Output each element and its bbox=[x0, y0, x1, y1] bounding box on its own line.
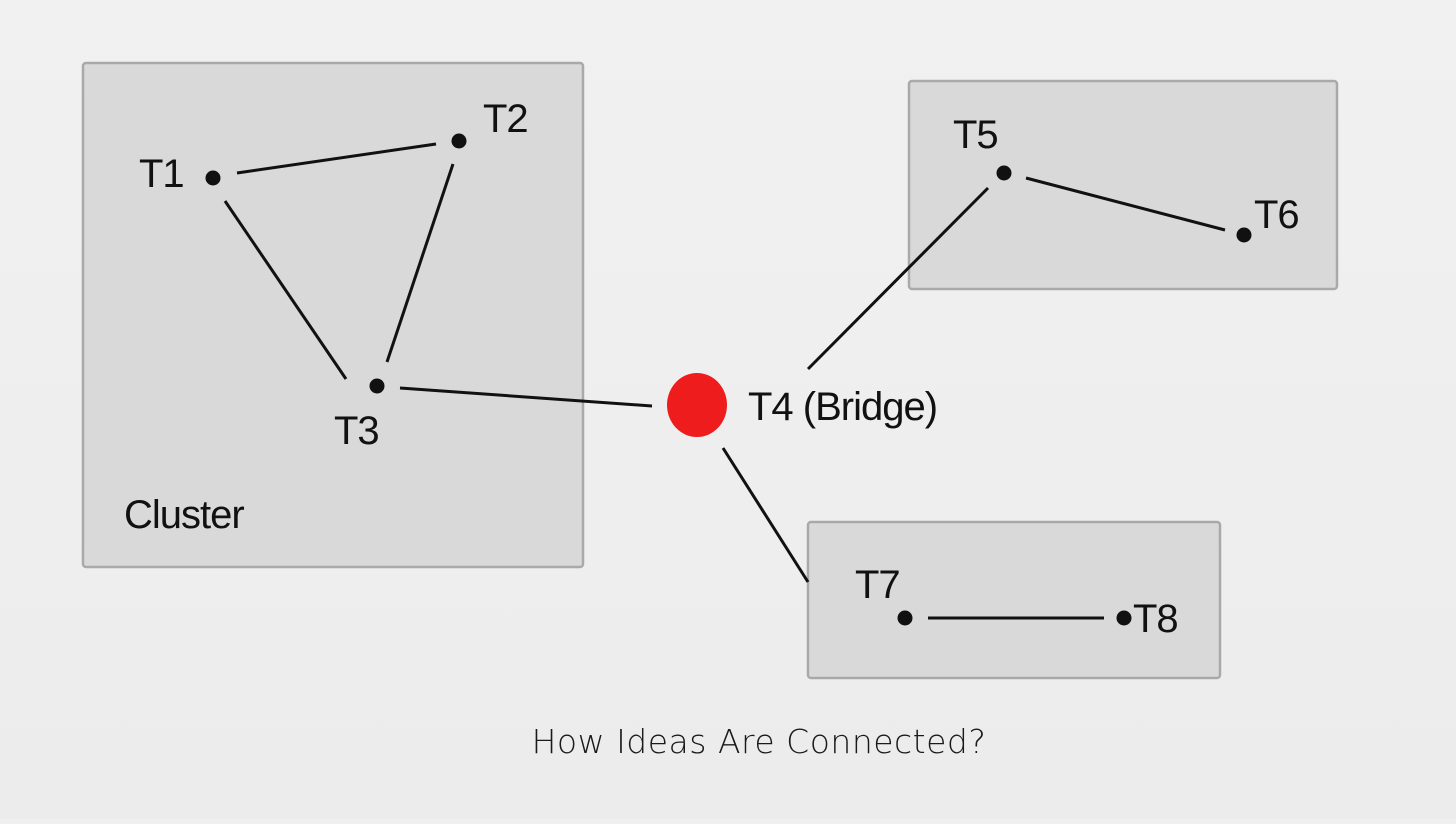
edge-t1-t3 bbox=[223, 200, 348, 380]
node-label-t2: T2 bbox=[483, 97, 528, 141]
nodes bbox=[205, 133, 1252, 626]
node-t4-bridge bbox=[667, 373, 727, 437]
edge-t2-t3 bbox=[385, 163, 455, 363]
node-t8 bbox=[1116, 610, 1132, 626]
node-label-t7: T7 bbox=[855, 563, 900, 607]
node-t7 bbox=[897, 610, 913, 626]
edge-t1-t2 bbox=[236, 142, 437, 175]
cluster-box-top-right bbox=[907, 79, 1339, 291]
node-label-t5: T5 bbox=[953, 113, 998, 157]
edges bbox=[223, 142, 1226, 620]
node-t1 bbox=[205, 170, 221, 186]
node-label-t6: T6 bbox=[1254, 193, 1299, 237]
node-label-t3: T3 bbox=[334, 409, 379, 453]
node-t6 bbox=[1236, 227, 1252, 243]
node-t3 bbox=[369, 378, 385, 394]
node-label-t4: T4 (Bridge) bbox=[748, 385, 937, 429]
diagram-caption: How Ideas Are Connected? bbox=[531, 722, 987, 761]
node-t2 bbox=[451, 133, 467, 149]
node-t5 bbox=[996, 165, 1012, 181]
edge-t4-t5 bbox=[806, 186, 990, 371]
cluster-box-left bbox=[81, 61, 585, 569]
cluster-label: Cluster bbox=[124, 493, 244, 537]
node-label-t8: T8 bbox=[1133, 597, 1178, 641]
edge-t4-t7 bbox=[721, 447, 810, 583]
cluster-box-bottom-right bbox=[806, 520, 1222, 680]
node-label-t1: T1 bbox=[139, 152, 184, 196]
edge-t3-t4 bbox=[399, 386, 653, 408]
edge-t5-t6 bbox=[1025, 176, 1226, 232]
